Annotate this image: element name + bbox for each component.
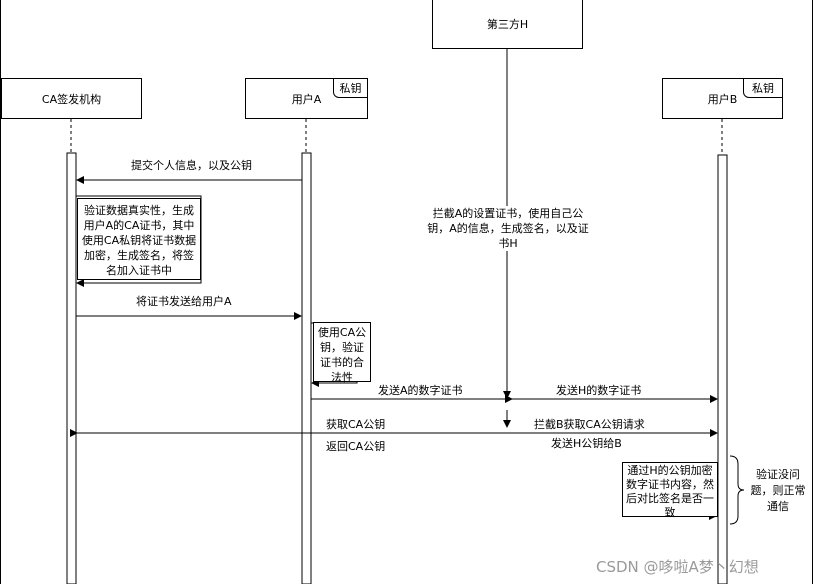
msg-send-h-cert-text: 发送H的数字证书 bbox=[556, 384, 642, 397]
msg-get-ca-key: 获取CA公钥 bbox=[326, 416, 385, 432]
msg-send-h-cert: 发送H的数字证书 bbox=[556, 382, 641, 398]
note-ca-verify-text: 验证数据真实性，生成用户A的CA证书，其中使用CA私钥将证书数据加密，生成签名，… bbox=[81, 204, 197, 277]
msg-send-h-key: 发送H公钥给B bbox=[551, 435, 622, 451]
msg-send-a-cert-text: 发送A的数字证书 bbox=[378, 384, 463, 397]
activation-user-a bbox=[301, 152, 312, 584]
label-conclusion: 验证没问题，则正常通信 bbox=[748, 467, 808, 515]
participant-third-label: 第三方H bbox=[486, 18, 529, 31]
private-key-tag-a-label: 私钥 bbox=[339, 82, 362, 95]
participant-user-b-label: 用户B bbox=[707, 92, 738, 106]
note-a-verify: 使用CA公钥，验证证书的合法性 bbox=[313, 322, 371, 384]
curly-brace bbox=[729, 455, 745, 525]
note-a-verify-text: 使用CA公钥，验证证书的合法性 bbox=[317, 326, 367, 384]
private-key-tag-b: 私钥 bbox=[743, 78, 783, 98]
activation-ca bbox=[66, 152, 77, 584]
private-key-tag-a: 私钥 bbox=[333, 78, 368, 98]
label-h-intercept: 拦截A的设置证书，使用自己公钥，A的信息，生成签名，以及证书H bbox=[427, 206, 589, 251]
note-b-decrypt: 通过H的公钥加密数字证书内容，然后对比签名是否一致 bbox=[622, 462, 718, 519]
participant-ca-label: CA签发机构 bbox=[41, 92, 102, 106]
msg-send-cert-a-text: 将证书发送给用户A bbox=[136, 295, 232, 308]
watermark-text: CSDN @哆啦A梦丶幻想 bbox=[596, 558, 759, 576]
watermark: CSDN @哆啦A梦丶幻想 bbox=[596, 556, 759, 577]
activation-user-b bbox=[717, 154, 728, 584]
msg-intercept-request: 拦截B获取CA公钥请求 bbox=[534, 416, 645, 432]
msg-send-h-key-text: 发送H公钥给B bbox=[551, 437, 622, 450]
private-key-tag-b-label: 私钥 bbox=[752, 82, 774, 95]
label-h-intercept-text: 拦截A的设置证书，使用自己公钥，A的信息，生成签名，以及证书H bbox=[427, 207, 589, 250]
msg-submit-info: 提交个人信息，以及公钥 bbox=[131, 157, 252, 173]
participant-user-a-label: 用户A bbox=[291, 92, 322, 106]
note-ca-verify: 验证数据真实性，生成用户A的CA证书，其中使用CA私钥将证书数据加密，生成签名，… bbox=[77, 198, 201, 280]
msg-intercept-request-text: 拦截B获取CA公钥请求 bbox=[534, 418, 645, 431]
msg-send-cert-a: 将证书发送给用户A bbox=[136, 293, 232, 309]
label-conclusion-text: 验证没问题，则正常通信 bbox=[750, 468, 806, 513]
msg-get-ca-key-text: 获取CA公钥 bbox=[326, 418, 386, 431]
msg-send-a-cert: 发送A的数字证书 bbox=[378, 382, 463, 398]
msg-return-ca-key-text: 返回CA公钥 bbox=[326, 440, 386, 453]
participant-third-party-h: 第三方H bbox=[432, 0, 583, 49]
note-b-decrypt-text: 通过H的公钥加密数字证书内容，然后对比签名是否一致 bbox=[626, 464, 714, 519]
arrow-ca-self bbox=[76, 195, 202, 287]
msg-return-ca-key: 返回CA公钥 bbox=[326, 438, 385, 454]
participant-ca: CA签发机构 bbox=[1, 78, 142, 119]
msg-submit-info-text: 提交个人信息，以及公钥 bbox=[131, 159, 252, 172]
